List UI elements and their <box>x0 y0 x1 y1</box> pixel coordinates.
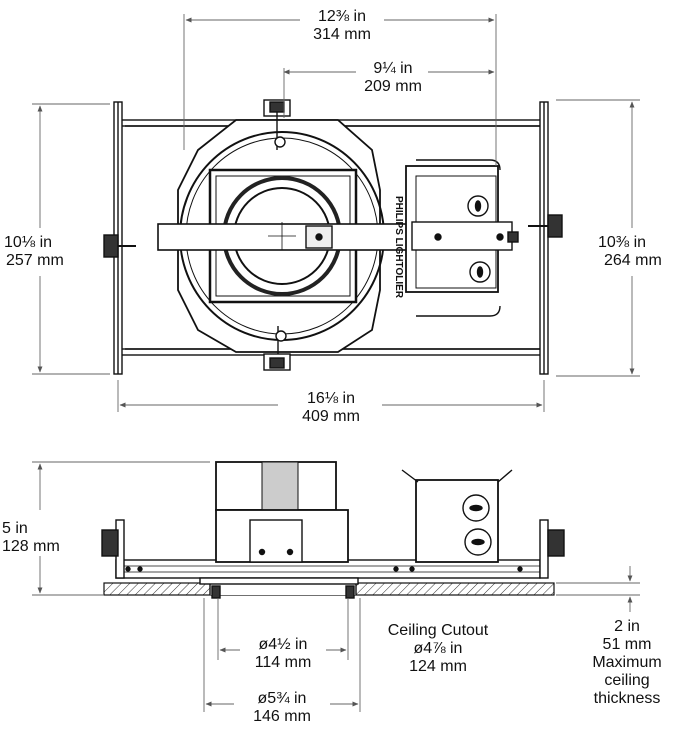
ceiling-thickness-label: 2 in 51 mm Maximum ceiling thickness <box>580 618 674 708</box>
dim-right-mm: 264 mm <box>604 252 662 269</box>
dim-flange-mm: 146 mm <box>253 708 311 725</box>
top-view <box>103 99 563 375</box>
dim-aperture-mm: 114 mm <box>254 654 312 671</box>
top-view-dimensions <box>32 14 640 412</box>
junction-box-side <box>401 469 513 563</box>
ceiling-cutout-label: Ceiling Cutout ø4⅞ in 124 mm <box>372 622 504 676</box>
dim-aperture-in: ø4½ in <box>258 636 308 653</box>
trim-flange <box>199 577 359 585</box>
dim-height-in: 5 in <box>2 520 28 537</box>
ceiling-cutout-mm: 124 mm <box>409 658 467 675</box>
dim-flange-in: ø5¾ in <box>257 690 307 707</box>
dim-right-in: 10⅜ in <box>598 234 647 251</box>
end-bracket-right <box>528 101 563 375</box>
junction-box <box>405 159 519 317</box>
bottom-clip <box>263 326 291 371</box>
side-view-dimensions <box>32 461 640 712</box>
dim-top-outer-label: 12⅜ in 314 mm <box>304 8 380 44</box>
dim-top-inner-mm: 209 mm <box>364 78 422 95</box>
dim-left-label: 10⅛ in 257 mm <box>4 234 88 270</box>
ceiling-thickness-line3: thickness <box>593 690 661 707</box>
dim-right-label: 10⅜ in 264 mm <box>598 234 674 270</box>
ceiling-cutout-title: Ceiling Cutout <box>387 622 489 639</box>
dim-flange-label: ø5¾ in 146 mm <box>234 690 330 726</box>
dim-top-outer-in: 12⅜ in <box>317 8 367 25</box>
ceiling-thickness-line1: Maximum <box>592 654 662 671</box>
dim-top-inner-label: 9¼ in 209 mm <box>356 60 430 96</box>
ceiling-thickness-in: 2 in <box>614 618 640 635</box>
crossbar <box>157 223 409 251</box>
dim-aperture-label: ø4½ in 114 mm <box>240 636 326 672</box>
dim-top-inner-in: 9¼ in <box>373 60 413 77</box>
dim-bottom-label: 16⅛ in 409 mm <box>280 390 382 426</box>
dim-height-label: 5 in 128 mm <box>2 520 82 556</box>
dim-height-mm: 128 mm <box>2 538 60 555</box>
dim-left-in: 10⅛ in <box>4 234 53 251</box>
side-view <box>101 461 565 599</box>
dim-top-outer-mm: 314 mm <box>313 26 371 43</box>
housing-brand-mark: PHILIPS LIGHTOLIER <box>393 196 404 299</box>
end-bracket-left <box>103 101 136 375</box>
ceiling-thickness-line2: ceiling <box>604 672 650 689</box>
dim-bottom-mm: 409 mm <box>302 408 360 425</box>
dim-left-mm: 257 mm <box>6 252 64 269</box>
top-clip <box>263 99 291 150</box>
ceiling-cutout-in: ø4⅞ in <box>413 640 463 657</box>
ceiling-thickness-mm: 51 mm <box>602 636 652 653</box>
dim-bottom-in: 16⅛ in <box>306 390 356 407</box>
